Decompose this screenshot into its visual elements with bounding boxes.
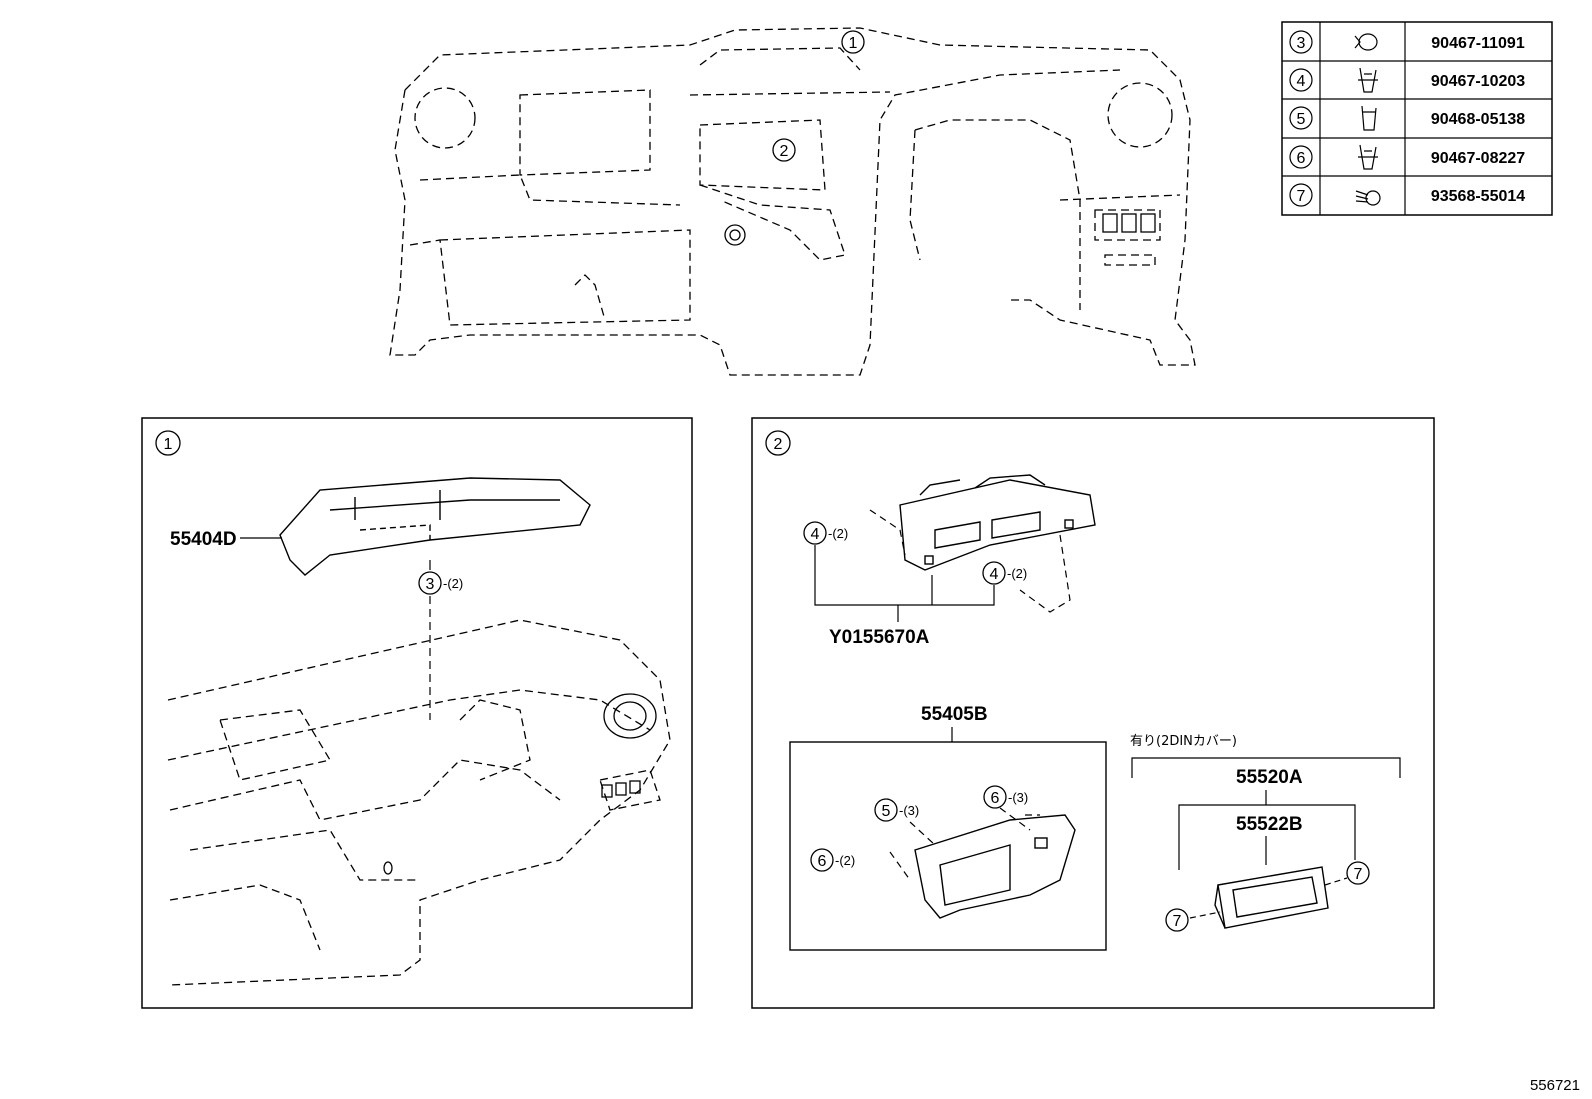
- clip-forked-icon: [1361, 105, 1377, 131]
- part-label-55520A: 55520A: [1236, 767, 1303, 788]
- note-2din-cover: 有り(2DINカバー): [1130, 734, 1237, 749]
- clip-forked-icon: [1358, 67, 1378, 93]
- svg-text:7: 7: [1173, 913, 1182, 930]
- svg-text:90467-08227: 90467-08227: [1431, 150, 1525, 167]
- svg-text:4: 4: [811, 526, 820, 543]
- part-label-55404D: 55404D: [170, 529, 237, 550]
- svg-text:4: 4: [1297, 73, 1306, 90]
- clip-round-icon: [1354, 33, 1378, 51]
- svg-text:1: 1: [849, 35, 858, 52]
- overview-details: [724, 213, 1156, 246]
- svg-text:90468-05138: 90468-05138: [1431, 111, 1525, 128]
- 2din-cover-drawing: [1214, 866, 1329, 929]
- qty-label: -(3): [899, 803, 919, 818]
- clip-forked-icon: [1358, 144, 1378, 170]
- qty-label: -(2): [1007, 566, 1027, 581]
- display-bezel-drawing: [914, 814, 1076, 919]
- table-row: 4 90467-10203: [1289, 67, 1525, 93]
- center-vent-drawing: [899, 474, 1096, 571]
- dashboard-perspective-drawing: [167, 619, 671, 986]
- svg-text:5: 5: [1297, 111, 1306, 128]
- screw-icon: [1355, 190, 1381, 206]
- vent-dashed-guides: [869, 509, 1071, 613]
- callout-2-overview: 2: [772, 138, 796, 162]
- part-55404D-drawing: [279, 477, 591, 576]
- svg-text:1: 1: [164, 436, 173, 453]
- qty-label: -(2): [835, 853, 855, 868]
- detail-panel-1: 1 55404D 3 -(2): [141, 417, 693, 1009]
- qty-label: -(2): [443, 576, 463, 591]
- bezel-dashed-guides: [889, 807, 1040, 881]
- qty-label: -(3): [1008, 790, 1028, 805]
- bracket-2din: [1131, 757, 1401, 778]
- table-row: 3 90467-11091: [1289, 30, 1525, 54]
- svg-text:7: 7: [1297, 188, 1306, 205]
- svg-text:90467-10203: 90467-10203: [1431, 73, 1525, 90]
- svg-text:90467-11091: 90467-11091: [1431, 35, 1525, 52]
- svg-text:2: 2: [780, 143, 789, 160]
- dashboard-vents: [383, 693, 657, 875]
- leader-lines-Y01: [814, 545, 995, 622]
- svg-text:3: 3: [1297, 35, 1306, 52]
- svg-text:6: 6: [991, 790, 1000, 807]
- cover-dashed-guides: [1189, 877, 1348, 919]
- instrument-panel-overview: [389, 27, 1196, 376]
- group-box-55405B: [789, 741, 1107, 951]
- illustration-id: 556721: [1530, 1077, 1580, 1094]
- svg-text:2: 2: [774, 436, 783, 453]
- fastener-table: 3 90467-11091 4 90467-10203 5 90468-0513…: [1281, 21, 1553, 216]
- svg-text:3: 3: [426, 576, 435, 593]
- svg-text:5: 5: [882, 803, 891, 820]
- table-row: 5 90468-05138: [1289, 105, 1525, 131]
- svg-text:6: 6: [1297, 150, 1306, 167]
- qty-label: -(2): [828, 526, 848, 541]
- svg-text:6: 6: [818, 853, 827, 870]
- callout-1-overview: 1: [841, 30, 865, 54]
- part-label-55522B: 55522B: [1236, 814, 1303, 835]
- detail-panel-2: 2 4 -(2) 4 -(2) Y0155670A 55405B: [751, 417, 1435, 1009]
- table-row: 6 90467-08227: [1289, 144, 1525, 170]
- part-label-Y0155670A: Y0155670A: [829, 627, 930, 648]
- part-label-55405B: 55405B: [921, 704, 988, 725]
- svg-text:7: 7: [1354, 866, 1363, 883]
- table-row: 7 93568-55014: [1289, 183, 1525, 207]
- svg-text:4: 4: [990, 566, 999, 583]
- svg-text:93568-55014: 93568-55014: [1431, 188, 1525, 205]
